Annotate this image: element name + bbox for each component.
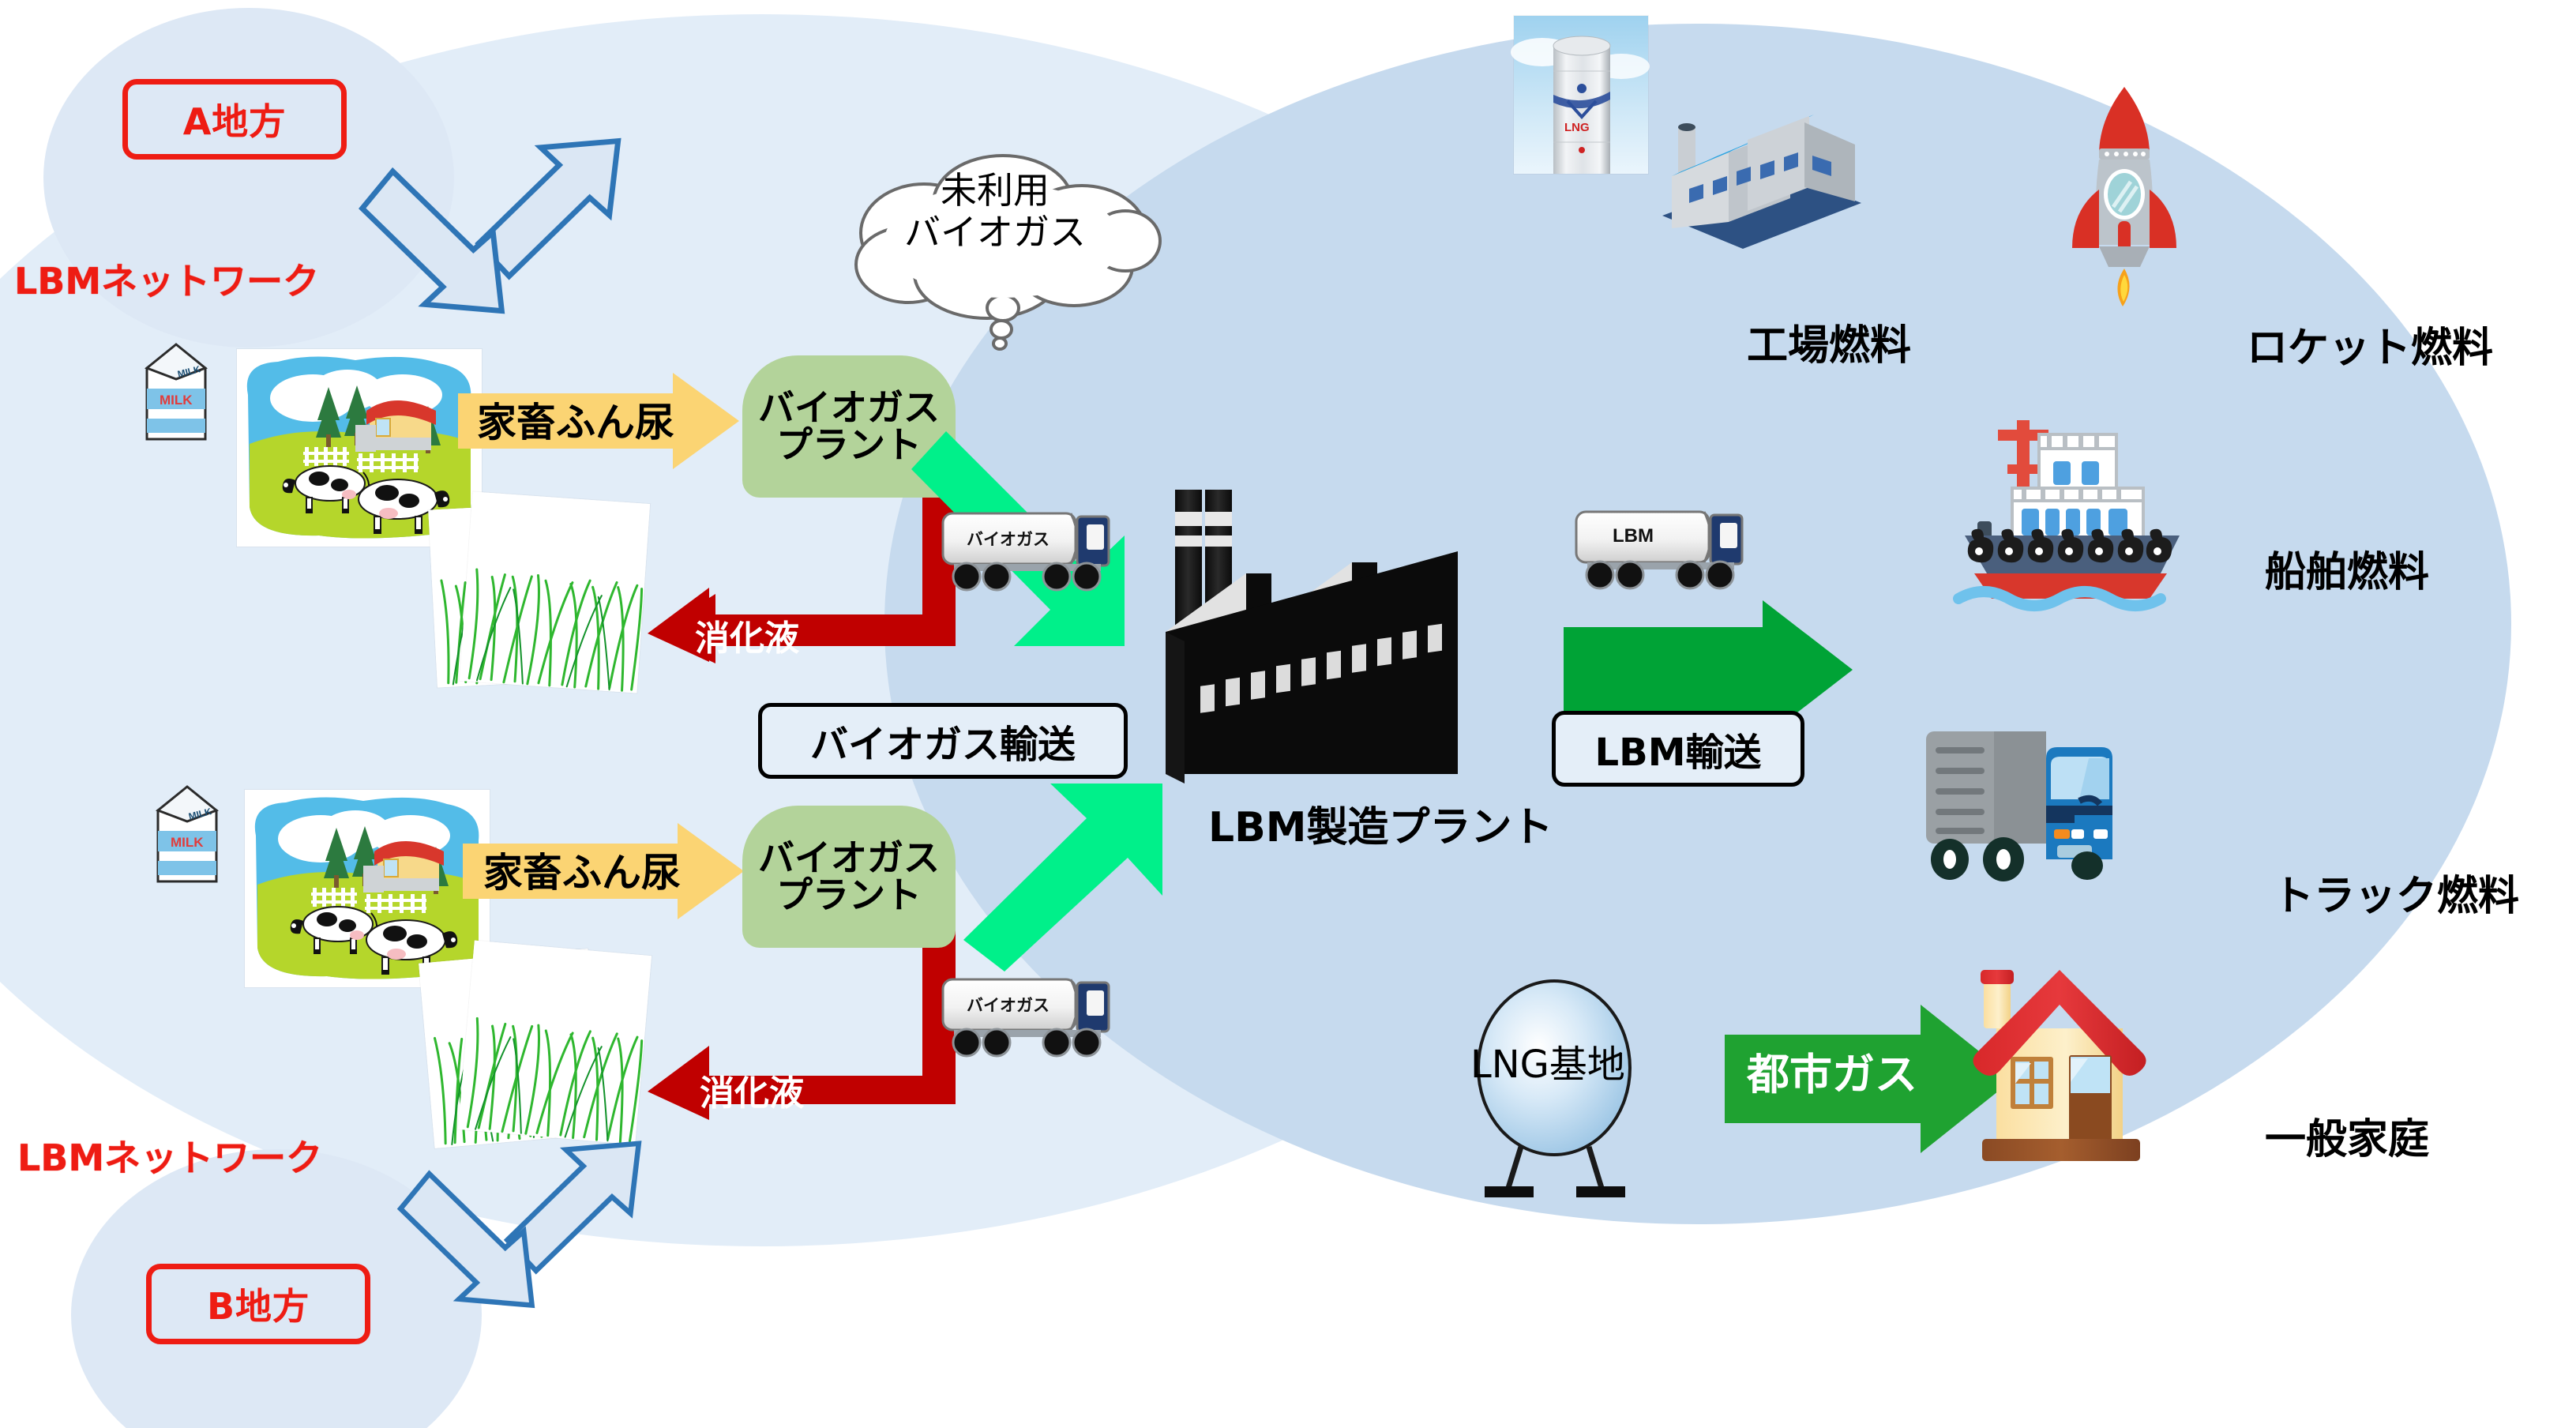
biogas-tanker-top-label: バイオガス	[967, 530, 1050, 549]
biogas-transport-arrow-bottom	[963, 784, 1162, 971]
biogas-tanker-bottom-label: バイオガス	[967, 996, 1050, 1015]
lbm-transport-label: LBM輸送	[1594, 731, 1762, 775]
region-b-box: B地方	[146, 1264, 370, 1344]
biogas-plant-bottom-line2: プラント	[776, 874, 922, 916]
svg-text:MILK: MILK	[160, 393, 193, 408]
thought-bubble	[854, 154, 1162, 351]
ship-icon	[1953, 420, 2180, 611]
region-b-label: B地方	[206, 1285, 310, 1328]
lbm-transport-arrow	[1564, 600, 1853, 739]
biogas-tanker-truck-bottom: バイオガス	[941, 978, 1110, 1058]
ship-fuel-label: 船舶燃料	[2265, 549, 2430, 596]
lng-base-icon	[1477, 979, 1632, 1197]
rocket-fuel-label: ロケット燃料	[2247, 325, 2494, 372]
truck-icon	[1926, 731, 2112, 881]
biogas-plant-bottom: バイオガス プラント	[742, 806, 956, 948]
manure-label-top: 家畜ふん尿	[477, 400, 674, 445]
lbm-network-label-b: LBMネットワーク	[17, 1137, 323, 1179]
lbm-network-label-a: LBMネットワーク	[14, 260, 320, 303]
city-gas-arrow	[1725, 1005, 2014, 1153]
lng-base-label: LNG基地	[1470, 1043, 1625, 1087]
network-exchange-arrow-bottom-down	[396, 1170, 535, 1309]
lbm-transport-pill: LBM輸送	[1552, 711, 1804, 787]
household-label: 一般家庭	[2265, 1116, 2430, 1163]
svg-text:MILK: MILK	[176, 363, 201, 380]
digestate-label-top: 消化液	[695, 618, 799, 659]
network-exchange-arrow-top-down	[359, 167, 505, 314]
house-icon	[1973, 970, 2146, 1161]
region-a-label: A地方	[182, 100, 287, 143]
thought-bubble-text: 未利用 バイオガス	[896, 170, 1094, 254]
lbm-tanker-label: LBM	[1613, 525, 1654, 547]
city-gas-label: 都市ガス	[1747, 1050, 1917, 1099]
network-exchange-arrow-top	[475, 137, 621, 280]
region-a-box: A地方	[122, 79, 347, 160]
svg-text:MILK: MILK	[171, 835, 204, 850]
thought-line-1: 未利用	[941, 169, 1050, 212]
rocket-icon	[2072, 87, 2176, 306]
biogas-plant-bottom-line1: バイオガス	[758, 836, 940, 880]
biogas-transport-label: バイオガス輸送	[809, 723, 1076, 767]
lng-tank-photo: LNG	[1511, 16, 1650, 174]
milk-carton-icon-bottom: MILK MILK	[156, 785, 219, 883]
grass-photo-bottom-2	[457, 940, 652, 1145]
biogas-transport-pill: バイオガス輸送	[758, 703, 1128, 779]
truck-fuel-label: トラック燃料	[2273, 873, 2520, 920]
grass-photo-top-2	[459, 491, 651, 693]
lng-tank-label: LNG	[1564, 121, 1590, 134]
network-exchange-arrow-bottom-up	[503, 1141, 642, 1275]
biogas-tanker-truck-top: バイオガス	[941, 512, 1110, 592]
manure-arrow-top	[458, 373, 739, 469]
farm-photo-bottom	[245, 790, 490, 987]
factory-icon	[1662, 115, 1861, 249]
biogas-plant-top-line2: プラント	[776, 423, 922, 466]
manure-label-bottom: 家畜ふん尿	[483, 850, 681, 896]
factory-fuel-label: 工場燃料	[1747, 322, 1912, 370]
thought-line-2: バイオガス	[904, 210, 1086, 254]
biogas-plant-top-line1: バイオガス	[758, 386, 940, 430]
manure-arrow-bottom	[463, 823, 744, 919]
lbm-tanker-truck: LBM	[1575, 510, 1744, 590]
svg-text:MILK: MILK	[187, 806, 212, 822]
digestate-label-bottom: 消化液	[700, 1073, 804, 1114]
milk-carton-icon: MILK MILK	[145, 343, 208, 441]
lbm-plant-label: LBM製造プラント	[1208, 804, 1553, 851]
lbm-plant-icon	[1166, 490, 1458, 784]
